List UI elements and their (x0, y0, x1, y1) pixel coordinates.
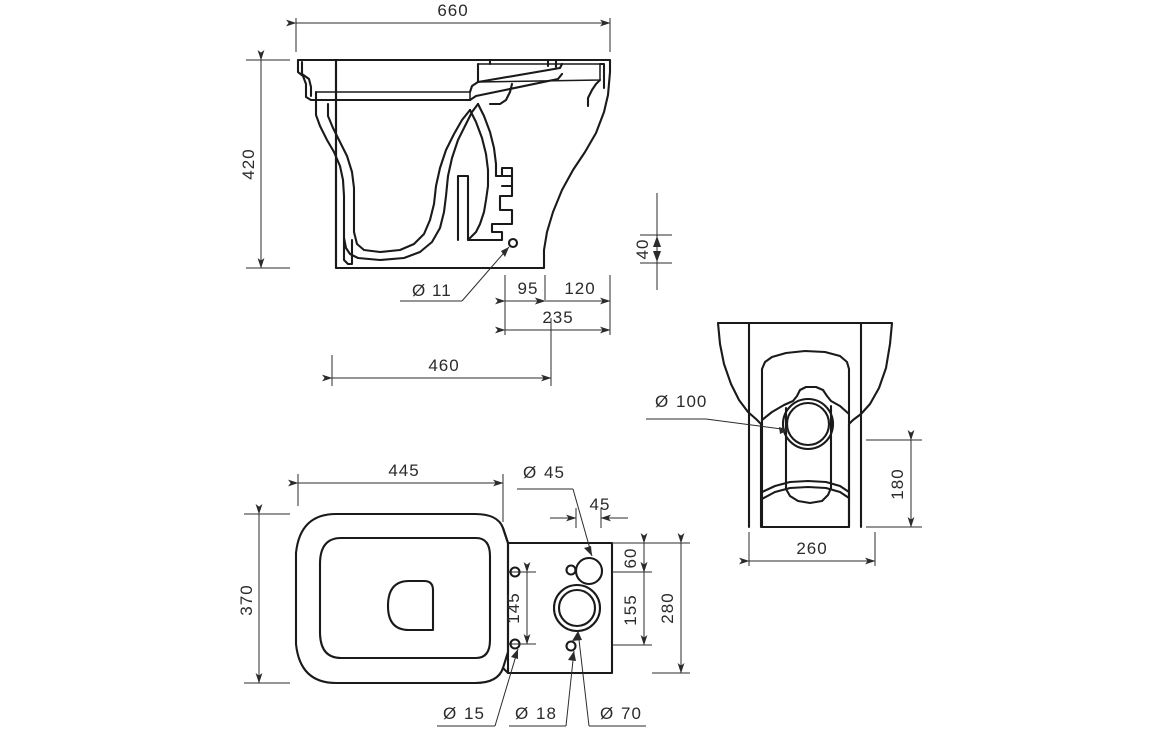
dim-label-235: 235 (542, 308, 573, 327)
dim-145: 145 (504, 562, 536, 645)
rear-back-panel (760, 349, 851, 529)
dim-660: 660 (286, 1, 611, 52)
callout-dia-70: Ø 70 (572, 630, 646, 727)
dim-label-100: 100 (676, 392, 707, 411)
side-elevation-view: 660 420 Ø 11 95 120 23 (239, 1, 672, 386)
dim-label-40: 40 (633, 239, 652, 260)
dim-label-120: 120 (564, 279, 595, 298)
plan-seat-outline (294, 512, 510, 685)
dim-155: 155 (612, 562, 652, 646)
hole-18-top (565, 564, 577, 576)
dia-symbol-11: Ø (412, 281, 425, 300)
hole-70-outer (552, 583, 602, 633)
dim-label-180: 180 (888, 468, 907, 499)
dim-label-18: 18 (536, 704, 557, 723)
dia-symbol-15: Ø (443, 704, 456, 723)
dim-label-60: 60 (621, 548, 640, 569)
hole-45 (574, 556, 604, 586)
dim-label-445: 445 (388, 461, 419, 480)
dim-label-45-offset: 45 (590, 495, 611, 514)
callout-dia-18: Ø 18 (509, 650, 576, 727)
rear-outlet-circles (781, 397, 835, 451)
dim-60: 60 (612, 533, 652, 573)
dim-label-660: 660 (437, 1, 468, 20)
dim-45-offset: 45 (550, 495, 628, 528)
dia-symbol-70: Ø (600, 704, 613, 723)
dim-label-95: 95 (518, 279, 539, 298)
dim-label-260: 260 (796, 539, 827, 558)
side-pan-outline (296, 58, 612, 270)
dim-260: 260 (739, 532, 876, 566)
dim-label-145: 145 (504, 592, 523, 623)
dia-symbol-45: Ø (523, 463, 536, 482)
rear-lower-shelf (760, 479, 851, 501)
hole-70-inner (557, 588, 597, 628)
hole-18-bottom (565, 640, 577, 652)
dia-symbol-18: Ø (515, 704, 528, 723)
dim-label-11: 11 (432, 281, 452, 300)
side-bowl-cavity (314, 98, 480, 262)
callout-dia-11: Ø 11 (400, 237, 519, 302)
rear-elevation-view: Ø 100 180 260 (646, 321, 922, 566)
dim-label-370: 370 (237, 584, 256, 615)
callout-dia-45: Ø 45 (517, 463, 593, 557)
side-trap-detail (456, 102, 514, 242)
dim-40: 40 (633, 193, 672, 290)
dim-label-280: 280 (658, 592, 677, 623)
dim-label-70: 70 (621, 704, 642, 723)
dia-symbol-100: Ø (655, 392, 668, 411)
callout-dia-15: Ø 15 (437, 648, 519, 727)
dim-label-15: 15 (464, 704, 485, 723)
dim-label-45-dia: 45 (544, 463, 565, 482)
callout-dia-100: Ø 100 (646, 392, 790, 434)
dim-445: 445 (288, 461, 504, 522)
dim-label-420: 420 (239, 148, 258, 179)
dim-label-460: 460 (428, 356, 459, 375)
rear-outlet-boss (760, 385, 851, 505)
side-rim-detail (296, 58, 606, 108)
dim-label-155: 155 (621, 594, 640, 625)
dim-180: 180 (866, 430, 922, 528)
plan-rear-plate (501, 526, 614, 675)
dim-370: 370 (237, 504, 290, 684)
dim-280: 280 (652, 533, 690, 674)
plan-keyhole-shape (386, 579, 435, 632)
dim-460: 460 (322, 318, 552, 386)
dim-bolt-group: 95 120 235 (495, 275, 611, 335)
plan-view: 445 370 Ø 45 45 (237, 461, 690, 727)
side-pedestal-detail (334, 58, 354, 270)
rear-pan-outline (716, 321, 894, 529)
dim-420: 420 (239, 50, 290, 269)
